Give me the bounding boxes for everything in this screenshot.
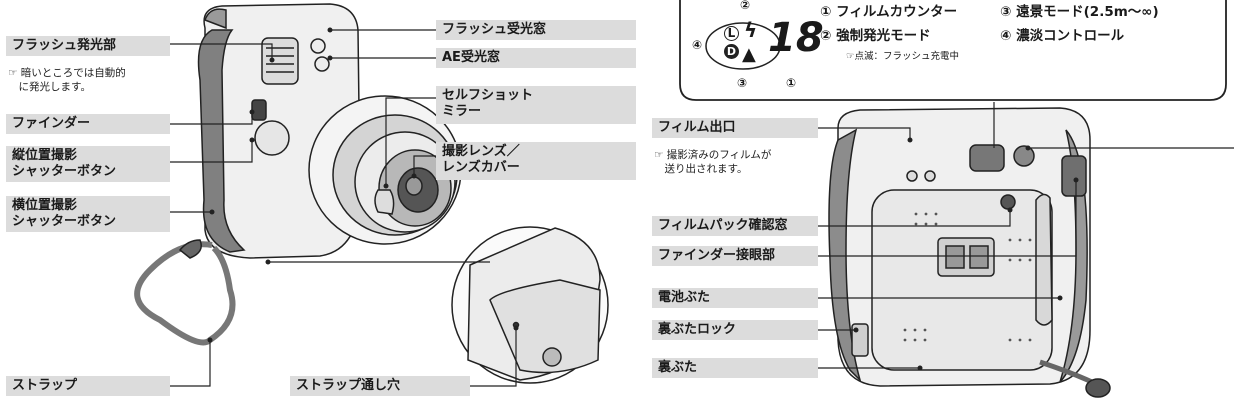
label-back-cover: 裏ぶた [652, 358, 818, 378]
label-flash-sensor: フラッシュ受光窓 [436, 20, 636, 40]
label-battery-cover: 電池ぶた [652, 288, 818, 308]
label-film-exit: フィルム出口 [652, 118, 818, 138]
speaker-dots [903, 212, 1032, 342]
lcd-num-4: ④ [692, 38, 703, 52]
label-eyepiece: ファインダー接眼部 [652, 246, 818, 266]
landscape-mode-icon: ▲ [742, 44, 756, 65]
label-back-lock: 裏ぶたロック [652, 320, 818, 340]
leader-lines [170, 29, 1234, 387]
note-film-exit: ☞ 撮影済みのフィルムが 送り出されます。 [654, 149, 772, 175]
label-strap-hole: ストラップ通し穴 [290, 376, 470, 396]
front-camera-illustration [134, 3, 462, 346]
label-flash-emitter: フラッシュ発光部 [6, 36, 170, 56]
lighten-icon: L [724, 26, 739, 41]
legend-forced-flash-note: ☞点滅：フラッシュ充電中 [846, 51, 960, 62]
label-viewfinder: ファインダー [6, 114, 170, 134]
label-ae-sensor: AE受光窓 [436, 48, 636, 68]
label-strap: ストラップ [6, 376, 170, 396]
flash-forced-icon: ϟ [744, 18, 758, 42]
leader-dots [207, 27, 1079, 371]
back-camera-illustration [828, 107, 1111, 398]
darken-icon: D [724, 44, 739, 59]
legend-density-control: ④ 濃淡コントロール [1000, 28, 1125, 44]
film-counter-digits: 18 [768, 15, 824, 61]
legend-landscape-mode: ③ 遠景モード(2.5m〜∞) [1000, 4, 1159, 20]
lcd-panel-frame [679, 0, 1227, 101]
lcd-num-3: ③ [737, 76, 748, 90]
label-film-window: フィルムパック確認窓 [652, 216, 818, 236]
legend-film-counter: ① フィルムカウンター [820, 4, 958, 20]
lcd-num-2: ② [740, 0, 751, 12]
label-vertical-shutter: 縦位置撮影 シャッターボタン [6, 146, 170, 182]
legend-forced-flash: ② 強制発光モード [820, 28, 931, 44]
label-horizontal-shutter: 横位置撮影 シャッターボタン [6, 196, 170, 232]
note-flash-auto: ☞ 暗いところでは自動的 に発光します。 [8, 67, 126, 93]
strap-hole-inset [451, 226, 609, 384]
label-selfie-mirror: セルフショット ミラー [436, 86, 636, 124]
label-lens: 撮影レンズ／ レンズカバー [436, 142, 636, 180]
lcd-num-1: ① [786, 76, 797, 90]
